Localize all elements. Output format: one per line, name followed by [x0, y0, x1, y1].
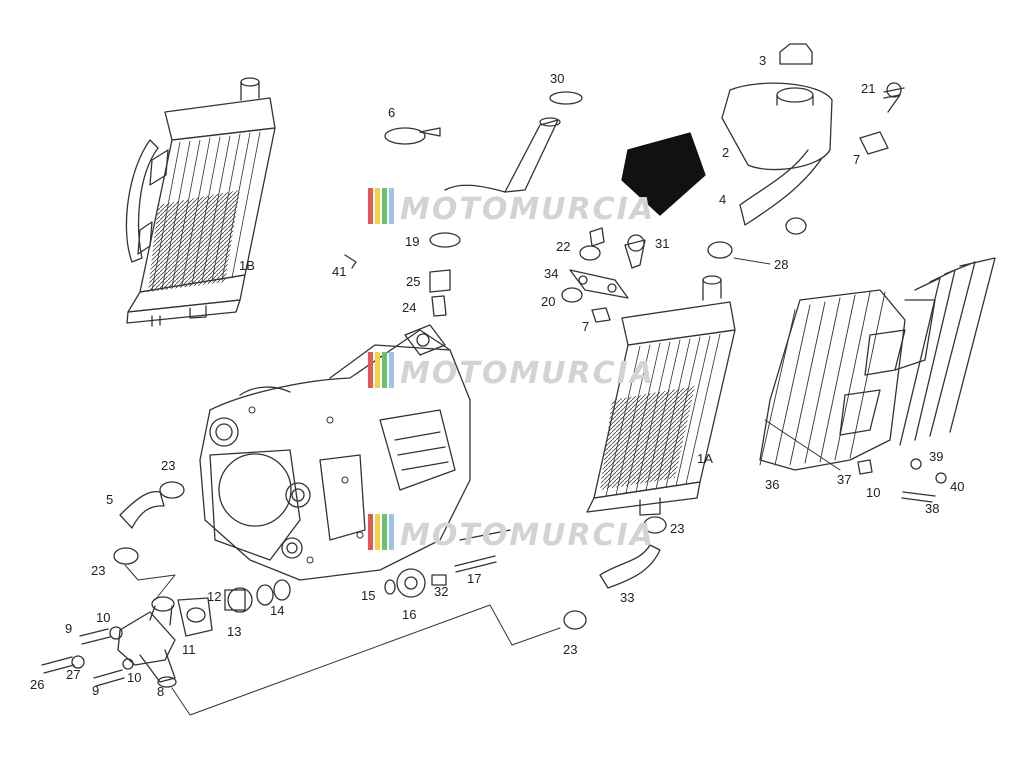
part-label-16: 16 [402, 607, 417, 622]
bolts [41, 82, 947, 687]
water-pump-cover [117, 596, 177, 688]
leader-lines [124, 257, 841, 716]
part-label-6: 6 [388, 105, 396, 120]
clamps-23 [113, 481, 667, 630]
part-label-25: 25 [406, 274, 421, 289]
part-label-17: 17 [467, 571, 482, 586]
part-label-9-upper: 9 [65, 621, 73, 636]
part-label-15: 15 [361, 588, 376, 603]
part-label-19: 19 [405, 234, 420, 249]
hose-33 [599, 544, 661, 589]
part-label-7-clip: 7 [582, 319, 590, 334]
part-label-13: 13 [227, 624, 242, 639]
watermark-text: MOTOMURCIA [400, 518, 655, 553]
part-label-21: 21 [861, 81, 876, 96]
part-label-22: 22 [556, 239, 571, 254]
part-label-5: 5 [106, 492, 114, 507]
part-label-20: 20 [541, 294, 556, 309]
part-label-27: 27 [66, 667, 81, 682]
part-label-32: 32 [434, 584, 449, 599]
part-label-23-right: 23 [670, 521, 685, 536]
part-label-7-bracket: 7 [853, 152, 861, 167]
part-label-33: 33 [620, 590, 635, 605]
part-label-14: 14 [270, 603, 285, 618]
hose-clamp-6 [384, 127, 441, 145]
part-label-41: 41 [332, 264, 347, 279]
part-label-23-upper: 23 [161, 458, 176, 473]
part-label-34: 34 [544, 266, 559, 281]
upper-hose [444, 91, 583, 193]
part-label-1a: 1A [697, 451, 713, 466]
watermark-text: MOTOMURCIA [400, 192, 655, 227]
part-label-4: 4 [719, 192, 727, 207]
part-label-9-lower: 9 [92, 683, 100, 698]
watermark-text: MOTOMURCIA [400, 356, 655, 391]
part-label-10-guard: 10 [866, 485, 881, 500]
part-label-10-lower: 10 [127, 670, 142, 685]
part-label-2: 2 [722, 145, 730, 160]
part-label-28: 28 [774, 257, 789, 272]
watermarks: MOTOMURCIA MOTOMURCIA MOTOMURCIA [368, 188, 655, 553]
part-label-1b: 1B [239, 258, 255, 273]
part-label-23-left: 23 [91, 563, 106, 578]
gasket-11 [177, 597, 213, 637]
part-label-31: 31 [655, 236, 670, 251]
part-label-37: 37 [837, 472, 852, 487]
part-label-3: 3 [759, 53, 767, 68]
engine-block [199, 324, 471, 581]
part-label-11: 11 [182, 642, 196, 657]
part-label-30: 30 [550, 71, 565, 86]
part-label-40: 40 [950, 479, 965, 494]
hose-5 [119, 490, 165, 529]
part-label-12: 12 [207, 589, 222, 604]
part-label-23-lower: 23 [563, 642, 578, 657]
part-label-39: 39 [929, 449, 944, 464]
heat-shield [621, 132, 706, 216]
part-label-26: 26 [30, 677, 45, 692]
radiator-1b [125, 77, 276, 327]
clamps-19-28 [429, 217, 807, 259]
part-label-10-upper: 10 [96, 610, 111, 625]
part-label-36: 36 [765, 477, 780, 492]
radiator-guard [759, 257, 996, 471]
expansion-tank [721, 43, 833, 226]
radiator-1a [586, 275, 736, 516]
part-label-38: 38 [925, 501, 940, 516]
part-label-8: 8 [157, 684, 165, 699]
part-label-24: 24 [402, 300, 417, 315]
